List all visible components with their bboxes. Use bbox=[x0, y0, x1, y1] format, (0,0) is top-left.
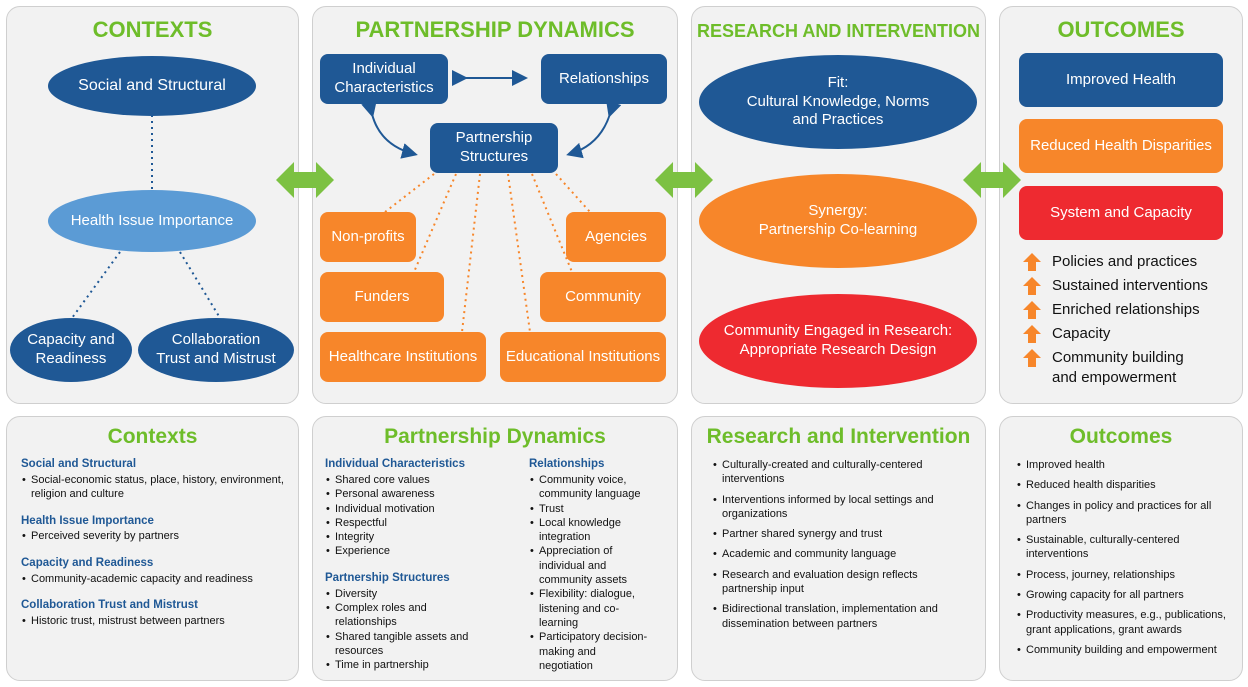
up-arrow-icon bbox=[1023, 349, 1041, 367]
research-detail-panel: Research and Intervention Culturally-cre… bbox=[691, 416, 986, 681]
list-item: Productivity measures, e.g., publication… bbox=[1017, 608, 1234, 637]
partnership-detail-left: Individual Characteristics Shared core v… bbox=[325, 457, 515, 673]
partnership-detail-title: Partnership Dynamics bbox=[384, 425, 606, 448]
up-arrow-icon bbox=[1023, 253, 1041, 271]
list-item: Personal awareness bbox=[326, 487, 515, 502]
outcomes-title: OUTCOMES bbox=[1057, 17, 1185, 42]
research-detail-text: Culturally-created and culturally-center… bbox=[712, 457, 947, 637]
list-item: Reduced health disparities bbox=[1017, 478, 1234, 493]
outcomes-list: Policies and practices Sustained interve… bbox=[1022, 252, 1212, 391]
social-structural-node: Social and Structural bbox=[48, 56, 256, 116]
up-arrow-icon bbox=[1023, 325, 1041, 343]
section-heading: Social and Structural bbox=[21, 458, 137, 470]
individual-characteristics-node: Individual Characteristics bbox=[320, 54, 448, 104]
partnership-detail-right: Relationships Community voice, community… bbox=[529, 457, 649, 673]
outcome-item-label: Enriched relationships bbox=[1052, 301, 1200, 318]
list-item: Perceived severity by partners bbox=[22, 529, 291, 544]
outcome-item: Policies and practices bbox=[1022, 252, 1212, 272]
section-heading: Capacity and Readiness bbox=[21, 556, 154, 569]
agencies-node: Agencies bbox=[566, 212, 666, 262]
reduced-disparities-node: Reduced Health Disparities bbox=[1019, 119, 1223, 173]
list-item: Experience bbox=[326, 544, 515, 559]
section-heading: Partnership Structures bbox=[325, 571, 450, 584]
list-item: Participatory decision- making and negot… bbox=[530, 630, 649, 673]
list-item: Flexibility: dialogue, listening and co-… bbox=[530, 587, 649, 630]
health-issue-node: Health Issue Importance bbox=[48, 190, 256, 252]
list-item: Appreciation of individual and community… bbox=[530, 544, 649, 587]
section-heading: Relationships bbox=[529, 458, 605, 470]
list-item: Historic trust, mistrust between partner… bbox=[22, 614, 291, 629]
research-detail-title: Research and Intervention bbox=[706, 425, 971, 448]
list-item: Social-economic status, place, history, … bbox=[22, 473, 291, 502]
up-arrow-icon bbox=[1023, 301, 1041, 319]
list-item: Local knowledge integration bbox=[530, 516, 649, 545]
nonprofits-node: Non-profits bbox=[320, 212, 416, 262]
list-item: Process, journey, relationships bbox=[1017, 568, 1234, 583]
outcome-item-label: Capacity bbox=[1052, 325, 1111, 342]
outcome-item: Sustained interventions bbox=[1022, 276, 1212, 296]
contexts-detail-title: Contexts bbox=[107, 425, 198, 448]
outcome-item-label: Policies and practices bbox=[1052, 253, 1198, 270]
list-item: Trust bbox=[530, 502, 649, 517]
list-item: Academic and community language bbox=[713, 547, 947, 562]
list-item: Sustainable, culturally-centered interve… bbox=[1017, 533, 1234, 562]
list-item: Community voice, community language bbox=[530, 473, 649, 502]
list-item: Individual motivation bbox=[326, 502, 515, 517]
capacity-readiness-node: Capacity and Readiness bbox=[10, 318, 132, 382]
list-item: Diversity bbox=[326, 587, 485, 602]
list-item: Integrity bbox=[326, 530, 515, 545]
outcomes-detail-title: Outcomes bbox=[1069, 425, 1173, 448]
outcome-item: Capacity bbox=[1022, 324, 1212, 344]
list-item: Respectful bbox=[326, 516, 515, 531]
contexts-detail-text: Social and Structural Social-economic st… bbox=[21, 457, 291, 629]
improved-health-node: Improved Health bbox=[1019, 53, 1223, 107]
contexts-detail-panel: Contexts Social and Structural Social-ec… bbox=[6, 416, 299, 681]
community-node: Community bbox=[540, 272, 666, 322]
partnership-title: PARTNERSHIP DYNAMICS bbox=[355, 17, 635, 42]
outcomes-detail-panel: Outcomes Improved health Reduced health … bbox=[999, 416, 1243, 681]
relationships-node: Relationships bbox=[541, 54, 667, 104]
contexts-title: CONTEXTS bbox=[92, 17, 213, 42]
partnership-detail-panel: Partnership Dynamics Individual Characte… bbox=[312, 416, 678, 681]
list-item: Interventions informed by local settings… bbox=[713, 493, 947, 522]
list-item: Community-academic capacity and readines… bbox=[22, 572, 291, 587]
synergy-node: Synergy: Partnership Co-learning bbox=[699, 174, 977, 268]
list-item: Changes in policy and practices for all … bbox=[1017, 499, 1234, 528]
outcome-item: Enriched relationships bbox=[1022, 300, 1212, 320]
list-item: Time in partnership bbox=[326, 658, 485, 673]
list-item: Research and evaluation design reflects … bbox=[713, 568, 947, 597]
outcome-item: Community building and empowerment bbox=[1022, 348, 1212, 387]
partnership-structures-node: Partnership Structures bbox=[430, 123, 558, 173]
outcomes-detail-text: Improved health Reduced health dispariti… bbox=[1016, 457, 1234, 663]
funders-node: Funders bbox=[320, 272, 444, 322]
list-item: Partner shared synergy and trust bbox=[713, 527, 947, 542]
list-item: Complex roles and relationships bbox=[326, 601, 485, 630]
section-heading: Individual Characteristics bbox=[325, 458, 465, 470]
system-capacity-node: System and Capacity bbox=[1019, 186, 1223, 240]
fit-node: Fit: Cultural Knowledge, Norms and Pract… bbox=[699, 55, 977, 149]
section-heading: Collaboration Trust and Mistrust bbox=[21, 599, 198, 611]
outcome-item-label: Sustained interventions bbox=[1052, 277, 1208, 294]
up-arrow-icon bbox=[1023, 277, 1041, 295]
list-item: Culturally-created and culturally-center… bbox=[713, 458, 947, 487]
list-item: Growing capacity for all partners bbox=[1017, 588, 1234, 603]
healthcare-institutions-node: Healthcare Institutions bbox=[320, 332, 486, 382]
list-item: Shared core values bbox=[326, 473, 515, 488]
list-item: Community building and empowerment bbox=[1017, 643, 1234, 658]
educational-institutions-node: Educational Institutions bbox=[500, 332, 666, 382]
list-item: Shared tangible assets and resources bbox=[326, 630, 485, 659]
section-heading: Health Issue Importance bbox=[21, 514, 154, 527]
list-item: Bidirectional translation, implementatio… bbox=[713, 602, 947, 631]
list-item: Improved health bbox=[1017, 458, 1234, 473]
collaboration-trust-node: Collaboration Trust and Mistrust bbox=[138, 318, 294, 382]
outcome-item-label: Community building and empowerment bbox=[1052, 349, 1184, 386]
research-title: RESEARCH AND INTERVENTION bbox=[696, 21, 981, 41]
community-engaged-research-node: Community Engaged in Research: Appropria… bbox=[699, 294, 977, 388]
